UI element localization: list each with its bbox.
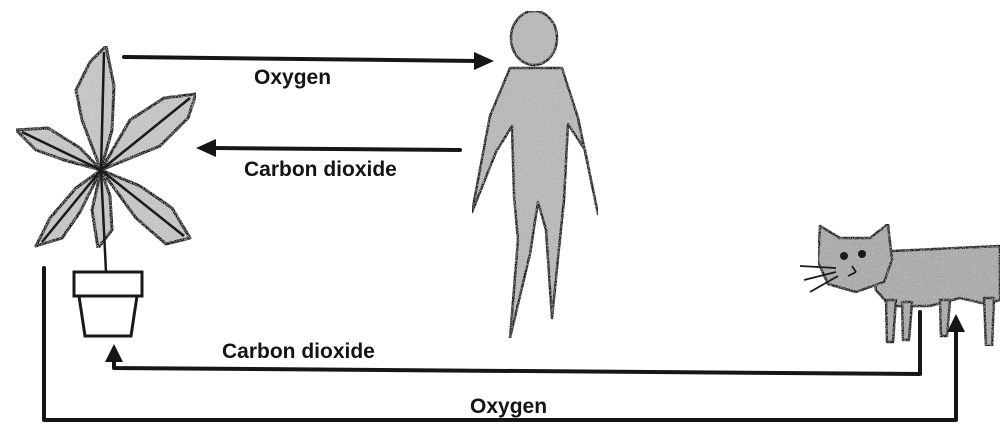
label-oxygen-bottom: Oxygen — [470, 395, 547, 418]
cat-leg — [902, 302, 912, 340]
label-co2-bottom: Carbon dioxide — [222, 340, 375, 363]
cat-leg — [984, 298, 994, 346]
plant-leaves — [16, 46, 196, 248]
flower-pot — [74, 272, 142, 336]
cat-icon — [800, 224, 1000, 346]
person-body — [472, 68, 598, 338]
person-head — [511, 11, 557, 65]
arrow-co2-to-plant — [196, 139, 460, 157]
cat-leg — [886, 300, 896, 342]
label-co2-middle: Carbon dioxide — [244, 158, 397, 181]
label-oxygen-top: Oxygen — [254, 66, 331, 89]
